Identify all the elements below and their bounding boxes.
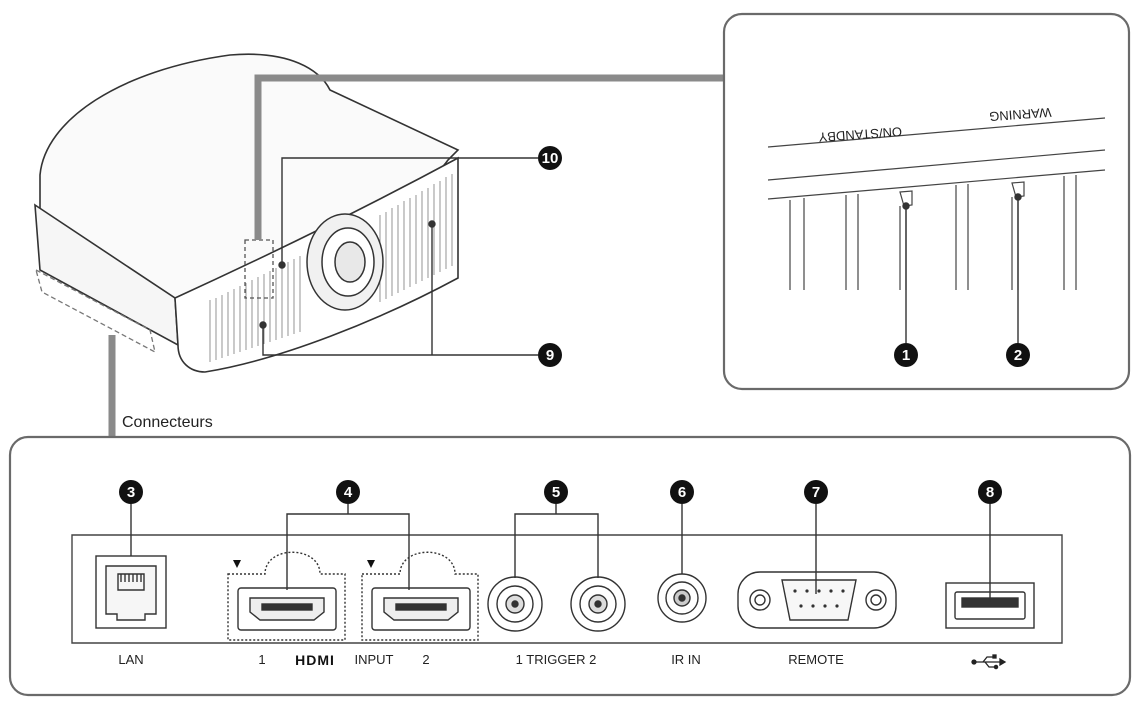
svg-text:7: 7 — [812, 484, 820, 501]
ir-in-jack — [657, 573, 707, 623]
callout-9: 9 — [538, 343, 562, 367]
remote-label: REMOTE — [788, 652, 844, 667]
ir-in-label: IR IN — [671, 652, 701, 667]
hdmi-input-label: INPUT — [355, 652, 394, 667]
triangle-down-icon — [233, 560, 241, 568]
hdmi-logo: HDMI — [295, 652, 335, 668]
rear-plate — [71, 534, 1063, 644]
svg-text:9: 9 — [546, 347, 554, 364]
hdmi-2-label: 2 — [422, 652, 429, 667]
triangle-down-icon — [367, 560, 375, 568]
callout-10: 10 — [538, 146, 562, 170]
projector-body — [34, 53, 460, 373]
callout-5: 5 — [544, 480, 568, 504]
callout-2: 2 — [1006, 343, 1030, 367]
front-vents — [209, 174, 453, 362]
svg-text:8: 8 — [986, 484, 994, 501]
svg-text:3: 3 — [127, 484, 135, 501]
indicator-panel-lines — [767, 117, 1106, 290]
hdmi-2-port — [361, 551, 479, 641]
callout-4: 4 — [336, 480, 360, 504]
usb-port — [945, 582, 1035, 629]
lan-label: LAN — [118, 652, 143, 667]
hdmi-1-label: 1 — [258, 652, 265, 667]
callout-1: 1 — [894, 343, 918, 367]
trigger-label: 1 TRIGGER 2 — [516, 652, 597, 667]
svg-text:10: 10 — [542, 150, 559, 167]
projector-lens — [306, 213, 384, 311]
indicator-zoom-connector — [254, 74, 728, 240]
svg-text:2: 2 — [1014, 347, 1022, 364]
callout-7: 7 — [804, 480, 828, 504]
indicator-leader-lines — [902, 193, 1022, 343]
connectors-heading: Connecteurs — [122, 414, 213, 431]
usb-icon — [971, 654, 1007, 670]
callout-3: 3 — [119, 480, 143, 504]
on-standby-label: ON/STANDBY — [818, 124, 903, 145]
hdmi-1-port — [227, 551, 346, 641]
callout-8: 8 — [978, 480, 1002, 504]
svg-text:4: 4 — [344, 484, 353, 501]
svg-text:6: 6 — [678, 484, 686, 501]
indicator-detail-panel — [722, 12, 1131, 391]
warning-label: WARNING — [989, 105, 1052, 124]
remote-pins — [793, 589, 845, 608]
remote-port — [737, 571, 897, 629]
svg-text:5: 5 — [552, 484, 560, 501]
trigger-2-jack — [570, 576, 626, 632]
lan-port — [95, 555, 167, 629]
callout-6: 6 — [670, 480, 694, 504]
projector-leader-lines — [259, 157, 538, 356]
connector-leader-lines — [130, 504, 991, 602]
trigger-1-jack — [487, 576, 543, 632]
svg-text:1: 1 — [902, 347, 910, 364]
